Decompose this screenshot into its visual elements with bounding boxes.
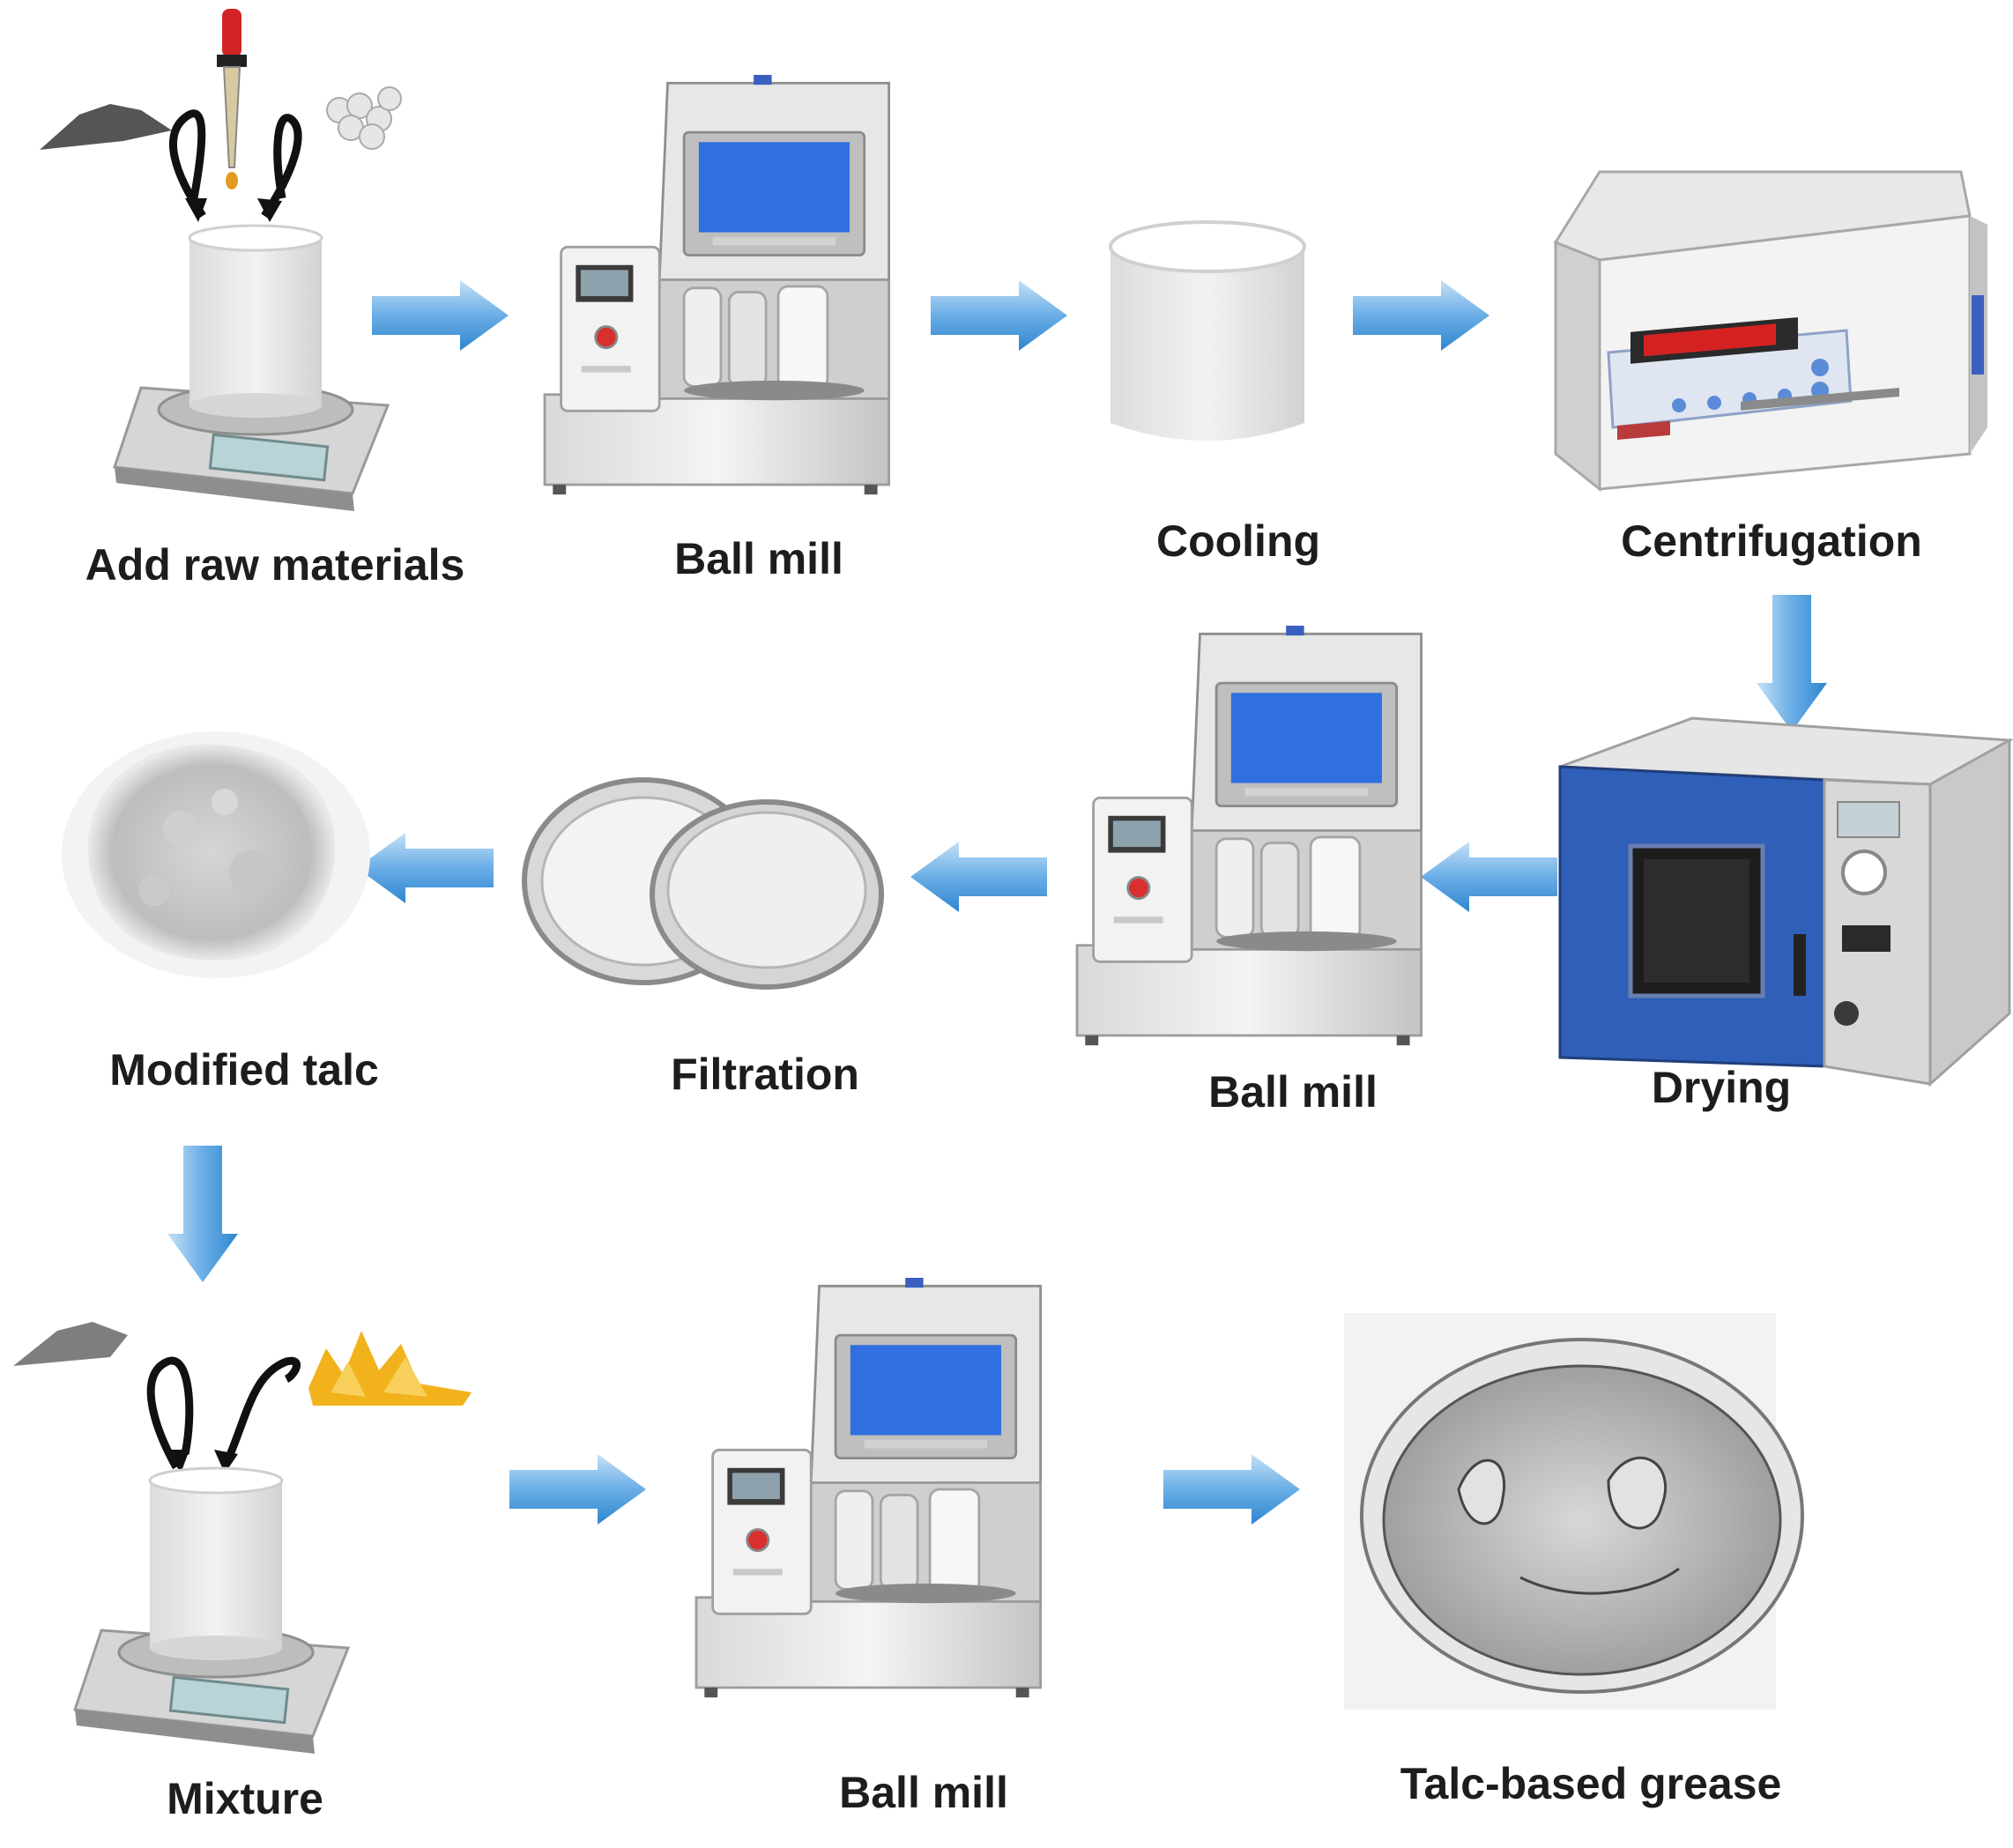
ball-mill-illustration (543, 73, 890, 496)
powder-pile-icon (13, 1322, 128, 1366)
step-label: Ball mill (1208, 1067, 1378, 1117)
balance-with-cup-illustration (13, 1322, 472, 1755)
curved-arrow-left (146, 1356, 194, 1470)
step-cooling: Cooling (1106, 212, 1320, 566)
step-ball-mill-2: Ball mill (1075, 624, 1447, 1119)
curved-arrow-right (261, 114, 302, 219)
step-add-raw-materials: Add raw materials (26, 0, 464, 590)
balance-with-cup-illustration (40, 9, 402, 513)
ball-mill-illustration (695, 1276, 1042, 1699)
flow-arrow-left (910, 842, 1047, 912)
step-label: Centrifugation (1621, 516, 1922, 566)
curved-arrow-left (168, 109, 206, 219)
flow-arrow-right (509, 1454, 646, 1525)
step-centrifugation: Centrifugation (1547, 163, 1987, 586)
step-modified-talc: Modified talc (48, 705, 383, 1110)
step-talc-based-grease: Talc-based grease (1344, 1313, 1804, 1824)
step-label: Ball mill (839, 1768, 1008, 1817)
step-label: Drying (1651, 1063, 1792, 1112)
grease-container-illustration (1344, 1313, 1804, 1710)
step-label: Talc-based grease (1400, 1759, 1782, 1808)
flow-arrow-right (372, 280, 509, 351)
cooling-cup-illustration (1109, 220, 1306, 441)
drying-oven-illustration (1558, 716, 2013, 1087)
step-filtration: Filtration (520, 758, 890, 1110)
powder-pile-icon (40, 104, 172, 150)
step-label: Add raw materials (85, 540, 465, 590)
ball-mill-illustration (1075, 624, 1422, 1047)
step-label: Mixture (167, 1774, 323, 1823)
step-ball-mill-1: Ball mill (543, 73, 915, 604)
curved-arrow-right (220, 1356, 301, 1469)
step-ball-mill-3: Ball mill (695, 1276, 1066, 1824)
step-label: Cooling (1155, 516, 1321, 566)
centrifuge-illustration (1553, 170, 1987, 493)
step-label: Modified talc (109, 1045, 379, 1095)
crystal-pile-icon (308, 1331, 472, 1406)
sieves-illustration (522, 777, 884, 990)
flow-arrow-right (931, 280, 1067, 351)
balls-icon (326, 86, 402, 150)
flow-arrow-down (167, 1146, 238, 1282)
step-mixture: Mixture (13, 1313, 489, 1842)
dropper-icon (217, 9, 247, 189)
step-drying: Drying (1558, 714, 2013, 1119)
talc-powder-illustration (62, 731, 370, 978)
step-label: Ball mill (674, 534, 843, 583)
flow-arrow-right (1163, 1454, 1300, 1525)
flow-arrow-right (1353, 280, 1489, 351)
step-label: Filtration (671, 1050, 859, 1099)
